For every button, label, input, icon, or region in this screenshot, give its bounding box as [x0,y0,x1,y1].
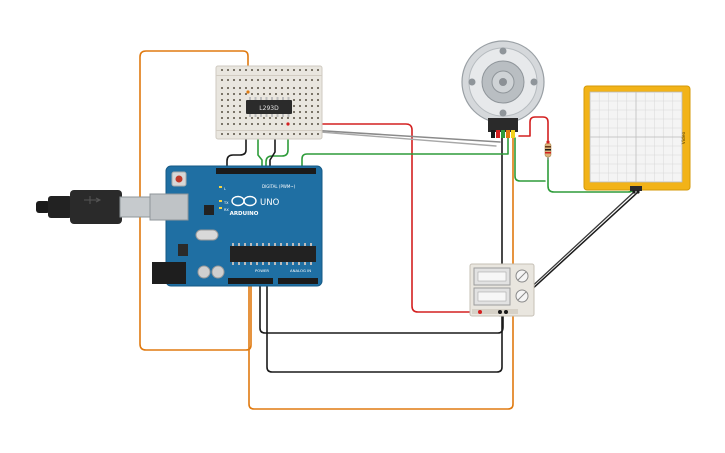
wire-green-breadboard-arduino[interactable] [265,138,289,169]
tx-label: TX [223,201,229,205]
power-jack [152,262,186,284]
l293d-driver-chip[interactable]: L293D [246,97,292,117]
relay-pin-in [504,310,508,314]
mini-breadboard[interactable]: L293D [215,65,323,140]
capacitor-1 [197,265,211,279]
relay-pin-gnd [498,310,502,314]
reset-button-cap [175,175,183,183]
mount-hole-left [468,78,476,86]
tx-led [219,200,222,202]
wires [139,50,639,410]
oscilloscope-probe-terminal[interactable] [630,186,642,191]
wire-black-breadboard-2[interactable] [269,138,276,169]
motor-lead-wires [491,130,515,138]
usb-cable[interactable] [36,190,151,224]
digital-header [216,168,316,174]
motor-connector [488,118,518,132]
crystal-oscillator [195,229,219,241]
digital-header-label: DIGITAL (PWM~) [262,184,296,189]
arduino-uno-board[interactable]: ARDUINO UNO DIGITAL (PWM~) POWER ANALOG … [149,165,323,287]
mcu-pins [232,243,312,265]
rx-led [219,207,222,209]
wire-green-short[interactable] [257,138,263,169]
wire-red-breadboard-relay[interactable] [287,123,481,313]
driver-chip-label: L293D [259,105,279,112]
chip-pins [249,97,290,117]
relay-pin-vcc [478,310,482,314]
arduino-logo-text: ARDUINO [230,211,259,217]
l-label: L [224,187,226,191]
voltage-regulator [178,244,188,256]
power-header [228,278,273,284]
analog-header [278,278,318,284]
resistor[interactable] [544,140,552,160]
arduino-model-text: UNO [260,198,280,208]
wire-black-breadboard[interactable] [226,138,247,169]
capacitor-2 [211,265,225,279]
wire-black-bottom-loop[interactable] [266,137,503,373]
oscilloscope[interactable]: Video [583,85,691,191]
analog-label: ANALOG IN [290,268,311,273]
relay-module[interactable] [469,263,535,317]
arduino-logo [231,195,257,207]
mount-hole-bottom [499,109,507,117]
l-led [219,186,222,188]
power-label: POWER [255,268,269,273]
wire-black-gnd-relay[interactable] [259,281,504,334]
mount-hole-right [530,78,538,86]
rx-label: RX [224,208,229,212]
wire-red-motor-resistor[interactable] [518,116,549,143]
atmega-microcontroller [230,246,316,262]
wire-green-arduino-motor[interactable] [301,137,509,169]
breadboard-holes [221,69,319,135]
oscilloscope-grid [590,92,682,182]
mount-hole-top [499,47,507,55]
wire-green-motor-right[interactable] [514,137,546,182]
usb-chip [204,205,214,215]
wire-endpoints [246,90,640,194]
usb-port [149,193,189,221]
wire-orange-bottom-loop[interactable] [248,137,514,410]
oscilloscope-label: Video [681,131,687,144]
dc-motor[interactable] [461,40,545,138]
